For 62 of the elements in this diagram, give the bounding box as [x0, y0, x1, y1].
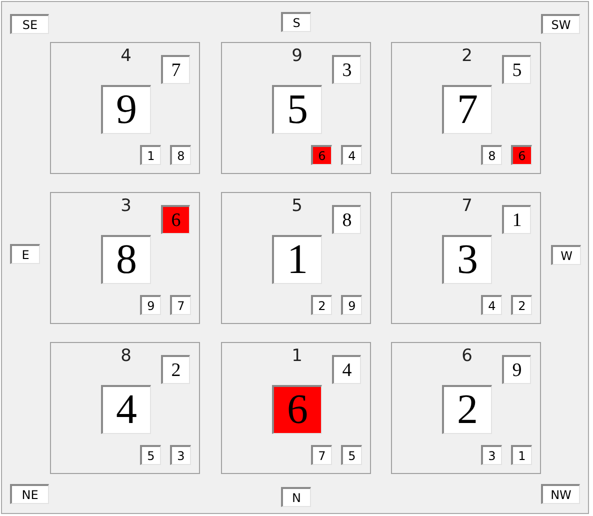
small-number-field: 6 — [511, 145, 532, 165]
center-number-field: 6 — [272, 385, 322, 434]
corner-number-field: 5 — [502, 55, 531, 84]
palace-number: 2 — [462, 48, 472, 65]
center-number-field: 7 — [442, 85, 492, 134]
small-number-field: 3 — [170, 445, 191, 465]
corner-number-field: 2 — [161, 355, 190, 384]
corner-number-field: 4 — [332, 355, 361, 384]
small-number-field: 7 — [311, 445, 332, 465]
palace-number: 8 — [120, 348, 132, 365]
small-number-field: 3 — [481, 445, 502, 465]
center-number-field: 1 — [272, 235, 322, 284]
palace-number: 1 — [292, 348, 302, 365]
palace-panel — [50, 192, 200, 324]
palace-panel — [221, 42, 371, 174]
center-number-field: 4 — [101, 385, 151, 434]
small-number-field: 5 — [341, 445, 362, 465]
center-number-field: 8 — [101, 235, 151, 284]
small-number-field: 7 — [170, 295, 191, 315]
center-number-field: 5 — [272, 85, 322, 134]
small-number-field: 4 — [481, 295, 502, 315]
palace-panel — [50, 42, 200, 174]
palace-panel — [391, 342, 541, 474]
palace-number: 4 — [120, 48, 132, 65]
direction-field: NE — [10, 484, 49, 504]
center-number-field: 2 — [442, 385, 492, 434]
center-number-field: 9 — [101, 85, 151, 134]
small-number-field: 9 — [140, 295, 161, 315]
direction-field: NW — [541, 484, 580, 504]
small-number-field: 9 — [341, 295, 362, 315]
center-number-field: 3 — [442, 235, 492, 284]
palace-panel — [391, 42, 541, 174]
small-number-field: 8 — [170, 145, 191, 165]
palace-number: 5 — [292, 198, 302, 215]
palace-panel — [50, 342, 200, 474]
small-number-field: 4 — [341, 145, 362, 165]
direction-field: S — [281, 12, 311, 32]
palace-number: 3 — [120, 198, 132, 215]
palace-panel — [221, 192, 371, 324]
corner-number-field: 3 — [332, 55, 361, 84]
corner-number-field: 1 — [502, 205, 531, 234]
small-number-field: 2 — [311, 295, 332, 315]
corner-number-field: 8 — [332, 205, 361, 234]
palace-panel — [221, 342, 371, 474]
palace-number: 9 — [292, 48, 302, 65]
direction-field: SW — [541, 14, 580, 34]
palace-panel — [391, 192, 541, 324]
palace-number: 6 — [462, 348, 472, 365]
small-number-field: 1 — [511, 445, 532, 465]
small-number-field: 1 — [140, 145, 161, 165]
corner-number-field: 9 — [502, 355, 531, 384]
palace-number: 7 — [462, 198, 472, 215]
direction-field: W — [551, 245, 581, 265]
direction-field: E — [10, 244, 40, 264]
corner-number-field: 7 — [161, 55, 190, 84]
direction-field: N — [281, 487, 311, 507]
direction-field: SE — [10, 14, 49, 34]
small-number-field: 6 — [311, 145, 332, 165]
corner-number-field: 6 — [161, 205, 190, 234]
small-number-field: 8 — [481, 145, 502, 165]
small-number-field: 5 — [140, 445, 161, 465]
small-number-field: 2 — [511, 295, 532, 315]
